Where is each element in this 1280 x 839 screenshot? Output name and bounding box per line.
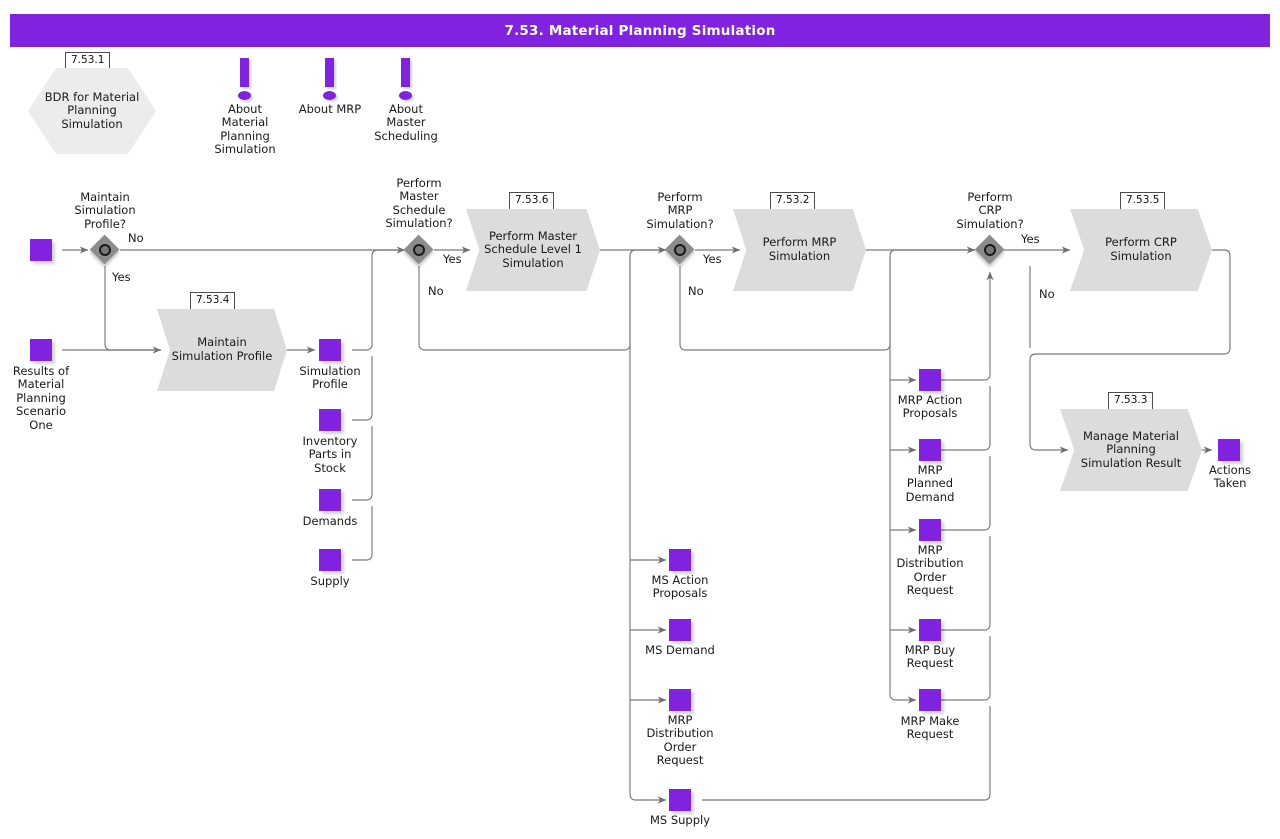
tag-7-53-3: 7.53.3 — [1108, 392, 1154, 410]
edge-label-gw2-yes: Yes — [443, 252, 462, 266]
data-object-results-of-material-planning-scenario-one[interactable] — [30, 339, 52, 361]
data-object-label-results-of-material-planning-scenario-one: Results of Material Planning Scenario On… — [12, 364, 70, 432]
annotation-label-about-mrp: About MRP — [298, 102, 362, 116]
data-object-label-mrp-distribution-order-request-ms: MRP Distribution Order Request — [646, 713, 714, 768]
data-object-label-demands: Demands — [302, 514, 358, 528]
data-object-mrp-planned-demand[interactable] — [919, 439, 941, 461]
gateway-maintain-simulation-profile[interactable] — [90, 235, 120, 265]
annotation-label-about-master-scheduling: About Master Scheduling — [374, 102, 438, 143]
data-object-label-simulation-profile: Simulation Profile — [299, 364, 361, 392]
bdr-for-material-planning-simulation[interactable]: BDR for Material Planning Simulation — [28, 68, 156, 154]
data-object-label-mrp-make-request: MRP Make Request — [900, 714, 960, 742]
process-perform-crp-simulation[interactable]: Perform CRP Simulation — [1070, 209, 1212, 291]
data-object-actions-taken[interactable] — [1218, 439, 1240, 461]
gateway-question-perform-crp-simulation: Perform CRP Simulation? — [956, 190, 1024, 231]
exclamation-icon — [396, 58, 416, 106]
edge-label-gw4-no: No — [1039, 287, 1055, 301]
data-object-mrp-action-proposals[interactable] — [919, 369, 941, 391]
data-object-ms-demand[interactable] — [669, 619, 691, 641]
data-object-inventory-parts-in-stock[interactable] — [319, 409, 341, 431]
process-perform-master-schedule-level-1-simulation[interactable]: Perform Master Schedule Level 1 Simulati… — [466, 209, 600, 291]
data-object-label-mrp-action-proposals: MRP Action Proposals — [897, 393, 963, 421]
exclamation-bar — [325, 58, 334, 87]
process-manage-material-planning-simulation-result[interactable]: Manage Material Planning Simulation Resu… — [1060, 409, 1202, 491]
edge-label-gw1-yes: Yes — [112, 270, 131, 284]
data-object-label-mrp-distribution-order-request: MRP Distribution Order Request — [896, 543, 964, 598]
data-object-mrp-distribution-order-request-ms[interactable] — [669, 689, 691, 711]
process-label-perform-master-schedule-level-1-simulation: Perform Master Schedule Level 1 Simulati… — [484, 228, 582, 270]
exclamation-dot — [399, 91, 412, 100]
gateway-ring-icon — [984, 244, 996, 256]
exclamation-dot — [323, 91, 336, 100]
gateway-perform-master-schedule-simulation[interactable] — [404, 235, 434, 265]
data-object-demands[interactable] — [319, 489, 341, 511]
gateway-question-perform-master-schedule-simulation: Perform Master Schedule Simulation? — [385, 176, 453, 231]
data-object-mrp-make-request[interactable] — [919, 689, 941, 711]
edge-label-gw2-no: No — [428, 284, 444, 298]
tag-7-53-5: 7.53.5 — [1120, 192, 1166, 210]
edge-simprofile-riser — [352, 249, 405, 351]
data-object-label-inventory-parts-in-stock: Inventory Parts in Stock — [302, 434, 358, 475]
bdr-label: BDR for Material Planning Simulation — [44, 89, 140, 131]
gateway-ring-icon — [674, 244, 686, 256]
process-perform-mrp-simulation[interactable]: Perform MRP Simulation — [733, 209, 866, 291]
exclamation-icon — [320, 58, 340, 106]
gateway-perform-mrp-simulation[interactable] — [665, 235, 695, 265]
gateway-ring-icon — [413, 244, 425, 256]
process-label-manage-material-planning-simulation-result: Manage Material Planning Simulation Resu… — [1080, 428, 1182, 470]
data-object-label-ms-action-proposals: MS Action Proposals — [651, 573, 709, 601]
process-label-perform-crp-simulation: Perform CRP Simulation — [1105, 235, 1177, 263]
gateway-question-maintain-simulation-profile: Maintain Simulation Profile? — [74, 190, 136, 231]
data-object-ms-action-proposals[interactable] — [669, 549, 691, 571]
exclamation-bar — [401, 58, 410, 87]
edge-label-gw3-yes: Yes — [703, 252, 722, 266]
gateway-ring-icon — [99, 244, 111, 256]
data-object-ms-supply[interactable] — [669, 789, 691, 811]
tag-7-53-6: 7.53.6 — [509, 192, 555, 210]
data-object-label-mrp-buy-request: MRP Buy Request — [904, 643, 956, 671]
tag-7-53-2: 7.53.2 — [770, 192, 816, 210]
exclamation-icon — [235, 58, 255, 106]
process-label-perform-mrp-simulation: Perform MRP Simulation — [762, 235, 837, 263]
data-object-label-ms-demand: MS Demand — [645, 643, 715, 657]
process-maintain-simulation-profile[interactable]: Maintain Simulation Profile — [157, 309, 287, 391]
edge-mrp-collector-1 — [938, 271, 994, 381]
page-title: 7.53. Material Planning Simulation — [504, 22, 776, 39]
data-object-start-trigger[interactable] — [30, 239, 52, 261]
process-label-maintain-simulation-profile: Maintain Simulation Profile — [171, 335, 273, 363]
exclamation-bar — [240, 58, 249, 87]
edge-label-gw1-no: No — [128, 231, 144, 245]
gateway-perform-crp-simulation[interactable] — [975, 235, 1005, 265]
gateway-question-perform-mrp-simulation: Perform MRP Simulation? — [646, 190, 714, 231]
page-title-bar: 7.53. Material Planning Simulation — [10, 14, 1270, 47]
annotation-label-about-material-planning-simulation: About Material Planning Simulation — [214, 102, 276, 157]
data-object-mrp-distribution-order-request[interactable] — [919, 519, 941, 541]
data-object-label-mrp-planned-demand: MRP Planned Demand — [905, 463, 955, 504]
data-object-supply[interactable] — [319, 549, 341, 571]
data-object-simulation-profile[interactable] — [319, 339, 341, 361]
data-object-label-ms-supply: MS Supply — [649, 813, 711, 827]
edge-label-gw3-no: No — [688, 284, 704, 298]
edge-label-gw4-yes: Yes — [1021, 232, 1040, 246]
tag-7-53-4: 7.53.4 — [190, 292, 236, 310]
data-object-label-supply: Supply — [310, 574, 350, 588]
data-object-mrp-buy-request[interactable] — [919, 619, 941, 641]
tag-7-53-1: 7.53.1 — [65, 52, 111, 70]
exclamation-dot — [238, 91, 251, 100]
data-object-label-actions-taken: Actions Taken — [1208, 463, 1251, 491]
